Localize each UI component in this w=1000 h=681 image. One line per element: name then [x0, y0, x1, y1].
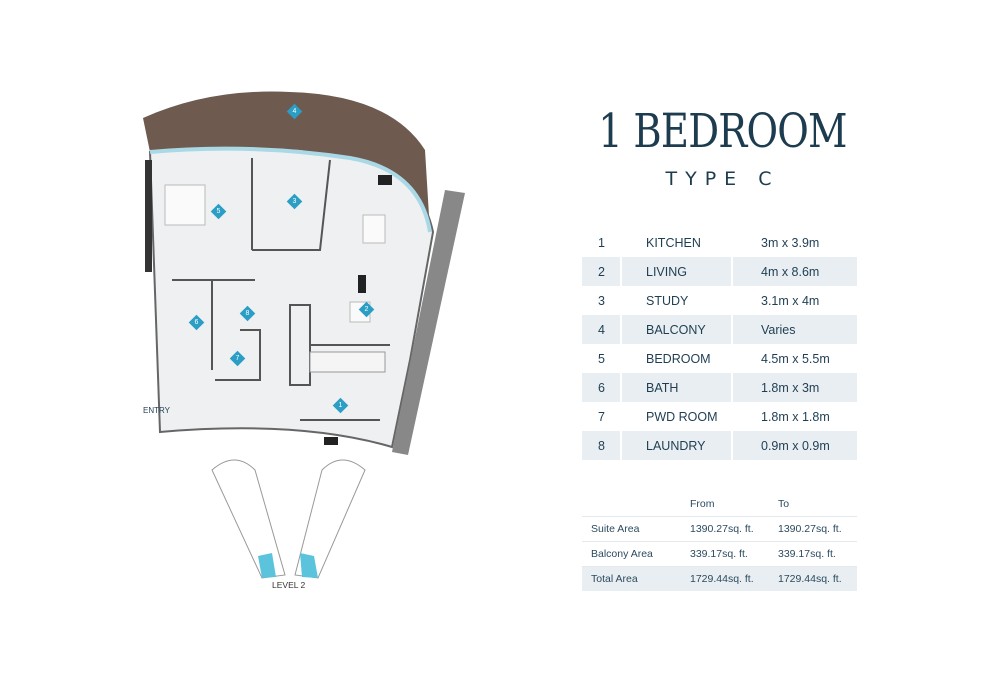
room-marker-3: 3: [286, 193, 303, 210]
table-row: 5 BEDROOM 4.5m x 5.5m: [582, 344, 857, 373]
unit-type: TYPE C: [665, 168, 780, 190]
room-dimensions: 3m x 3.9m: [761, 235, 820, 250]
to-header: To: [778, 498, 790, 510]
kitchen-counter: [309, 351, 386, 373]
table-row: Total Area 1729.44sq. ft. 1729.44sq. ft.: [582, 567, 857, 591]
room-dimensions: 4m x 8.6m: [761, 264, 820, 279]
room-marker-4: 4: [286, 103, 303, 120]
room-number: 2: [582, 257, 622, 286]
room-name: LIVING: [622, 257, 733, 286]
room-marker-6: 6: [188, 314, 205, 331]
room-marker-5: 5: [210, 203, 227, 220]
room-marker-2: 2: [358, 301, 375, 318]
area-to: 1390.27sq. ft.: [778, 523, 842, 535]
room-number: 4: [582, 315, 622, 344]
column: [358, 275, 366, 293]
room-number: 7: [598, 409, 605, 424]
key-plan-left-wing: [211, 459, 286, 579]
room-number: 3: [598, 293, 605, 308]
from-header: From: [690, 498, 715, 510]
interior-walls: [172, 158, 390, 421]
room-dimensions: Varies: [761, 322, 796, 337]
balcony-deck: [143, 91, 430, 232]
bed: [164, 184, 206, 226]
entry-label: ENTRY: [143, 406, 170, 415]
table-row: 1 KITCHEN 3m x 3.9m: [582, 228, 857, 257]
room-name: BALCONY: [622, 315, 733, 344]
room-number: 6: [582, 373, 622, 402]
area-label: Total Area: [591, 573, 638, 585]
room-name: BEDROOM: [646, 351, 711, 366]
room-dimensions: 3.1m x 4m: [761, 293, 820, 308]
area-label: Balcony Area: [591, 548, 653, 560]
room-marker-7: 7: [229, 350, 246, 367]
room-number: 8: [582, 431, 622, 460]
area-from: 339.17sq. ft.: [690, 548, 748, 560]
room-name: LAUNDRY: [622, 431, 733, 460]
room-dimensions: 1.8m x 1.8m: [761, 409, 830, 424]
glass-facade: [149, 146, 432, 233]
room-marker-1: 1: [332, 397, 349, 414]
bedroom-wall: [145, 160, 152, 272]
room-dimensions: 4.5m x 5.5m: [761, 351, 830, 366]
area-label: Suite Area: [591, 523, 640, 535]
room-name: PWD ROOM: [646, 409, 718, 424]
room-number: 5: [598, 351, 605, 366]
page-title: 1 BEDROOM: [598, 104, 847, 159]
table-row: Suite Area 1390.27sq. ft. 1390.27sq. ft.: [582, 517, 857, 542]
key-plan-unit-left: [258, 553, 276, 578]
room-number: 1: [598, 235, 605, 250]
room-name: BATH: [622, 373, 733, 402]
area-from: 1390.27sq. ft.: [690, 523, 754, 535]
table-row: 7 PWD ROOM 1.8m x 1.8m: [582, 402, 857, 431]
area-to: 339.17sq. ft.: [778, 548, 836, 560]
areas-header-row: From To: [582, 492, 857, 517]
table-row: 3 STUDY 3.1m x 4m: [582, 286, 857, 315]
key-plan-right-wing: [294, 459, 366, 579]
table-row: Balcony Area 339.17sq. ft. 339.17sq. ft.: [582, 542, 857, 567]
area-from: 1729.44sq. ft.: [690, 573, 754, 585]
column: [378, 175, 392, 185]
room-name: KITCHEN: [646, 235, 701, 250]
key-plan-unit-right: [300, 553, 318, 578]
room-name: STUDY: [646, 293, 689, 308]
room-dimensions: 0.9m x 0.9m: [761, 438, 830, 453]
column: [324, 437, 338, 445]
areas-table: From To Suite Area 1390.27sq. ft. 1390.27sq…: [582, 492, 857, 591]
exterior-wall: [392, 190, 465, 455]
sofa: [362, 214, 386, 244]
floor-plan: [143, 91, 465, 579]
room-marker-8: 8: [239, 305, 256, 322]
room-dimensions: 1.8m x 3m: [761, 380, 820, 395]
area-to: 1729.44sq. ft.: [778, 573, 842, 585]
level-label: LEVEL 2: [272, 580, 306, 590]
